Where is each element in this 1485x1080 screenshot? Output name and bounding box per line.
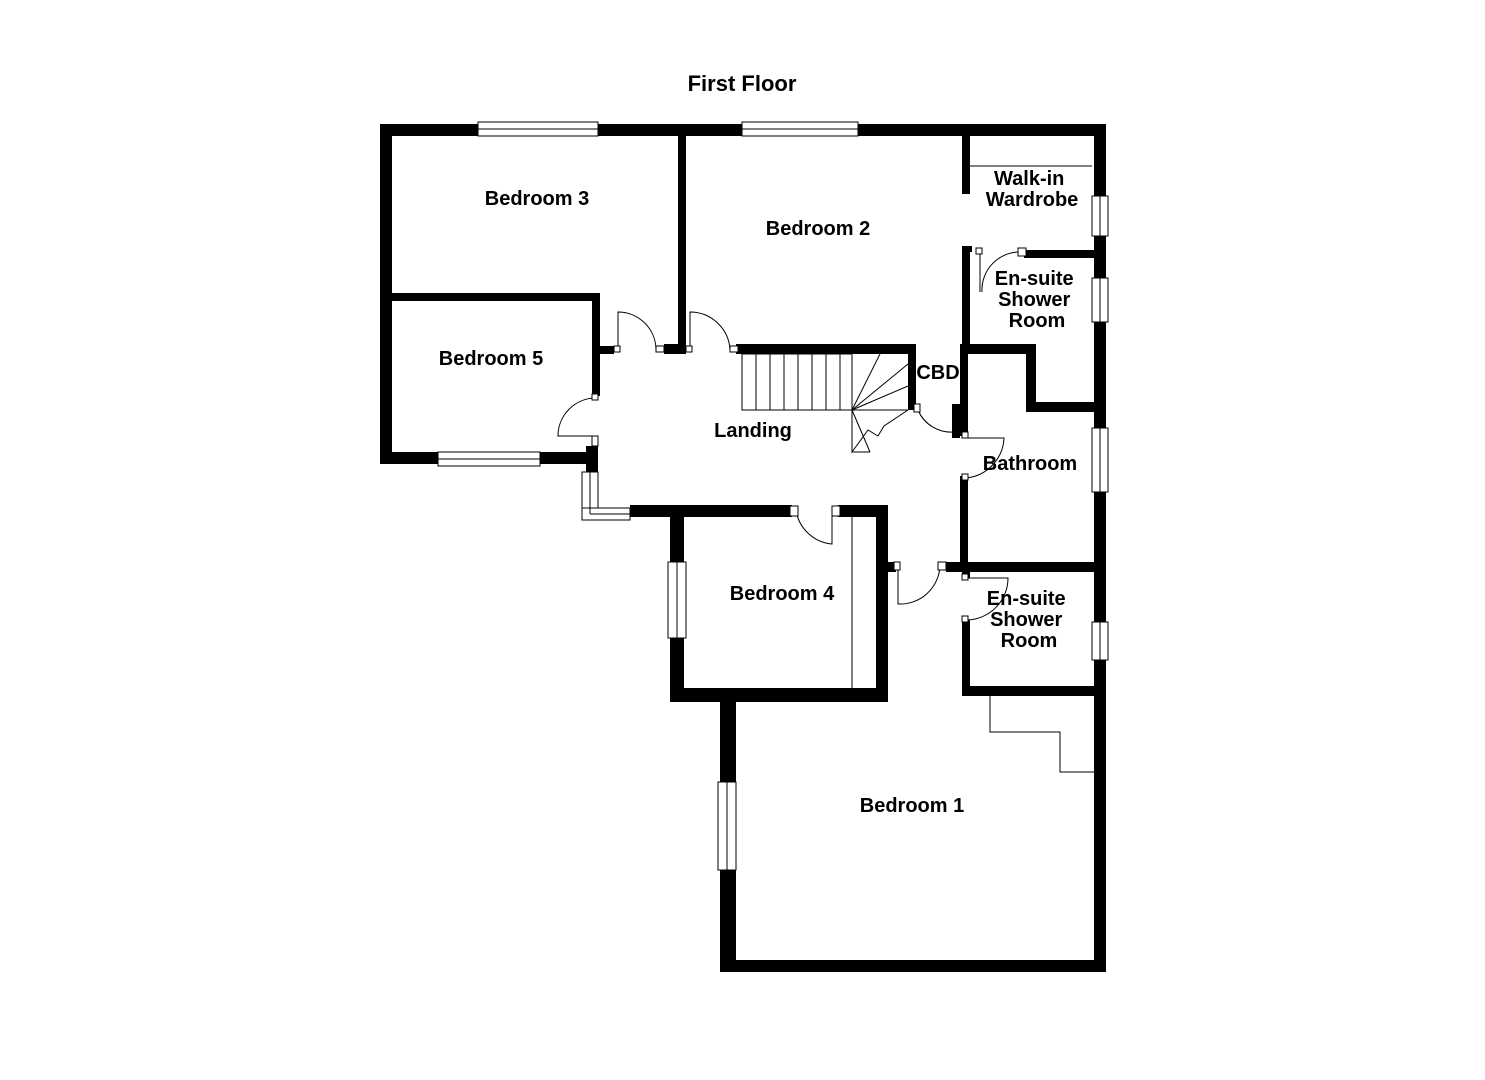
door xyxy=(897,565,941,605)
label-cbd: CBD xyxy=(916,362,959,384)
door xyxy=(967,248,1023,293)
door xyxy=(689,311,731,351)
windows xyxy=(437,121,1109,871)
room-labels: Bedroom 3 Bedroom 2 Walk-in Wardrobe En-… xyxy=(439,168,1079,817)
floor-title: First Floor xyxy=(688,71,797,96)
door xyxy=(795,509,833,545)
label-bedroom-1: Bedroom 1 xyxy=(860,795,964,817)
door xyxy=(557,397,597,437)
door xyxy=(617,311,657,351)
label-bedroom-5: Bedroom 5 xyxy=(439,348,543,370)
label-bedroom-3: Bedroom 3 xyxy=(485,188,589,210)
door xyxy=(965,437,1005,479)
doors xyxy=(557,165,1094,773)
label-walk-in-wardrobe: Walk-in Wardrobe xyxy=(986,168,1079,211)
label-ensuite-lower: En-suite Shower Room xyxy=(987,588,1071,652)
staircase xyxy=(741,353,909,454)
door xyxy=(965,577,1009,621)
label-bedroom-2: Bedroom 2 xyxy=(766,218,870,240)
label-bathroom: Bathroom xyxy=(983,453,1077,475)
label-bedroom-4: Bedroom 4 xyxy=(730,583,835,605)
label-ensuite-upper: En-suite Shower Room xyxy=(995,268,1079,332)
label-landing: Landing xyxy=(714,420,792,442)
walls xyxy=(380,124,1106,972)
door xyxy=(917,409,955,433)
